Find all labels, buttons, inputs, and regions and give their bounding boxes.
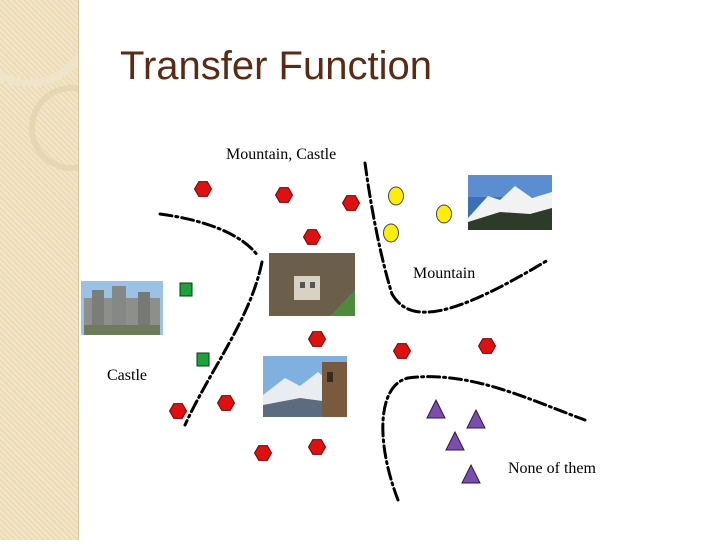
label-mountain: Mountain bbox=[413, 265, 476, 282]
label-castle: Castle bbox=[107, 367, 147, 384]
red-hexagon-marker bbox=[216, 395, 236, 411]
cliff-castle-photo bbox=[269, 253, 355, 316]
green-square-marker bbox=[179, 282, 193, 297]
red-hexagon-marker bbox=[193, 181, 213, 197]
yellow-circle-marker bbox=[383, 223, 399, 243]
mountain-tower-photo bbox=[263, 356, 347, 417]
purple-triangle-marker bbox=[466, 408, 486, 429]
purple-triangle-marker bbox=[445, 430, 465, 451]
purple-triangle-marker bbox=[461, 463, 481, 484]
purple-triangle-marker bbox=[426, 398, 446, 419]
boundary-lower-left bbox=[183, 260, 264, 427]
red-hexagon-marker bbox=[392, 343, 412, 359]
green-square-marker bbox=[196, 352, 210, 367]
red-hexagon-marker bbox=[341, 195, 361, 211]
yellow-circle-marker bbox=[388, 186, 404, 206]
red-hexagon-marker bbox=[274, 187, 294, 203]
red-hexagon-marker bbox=[253, 445, 273, 461]
label-none-of-them: None of them bbox=[508, 460, 596, 477]
boundary-upper-left bbox=[158, 212, 260, 258]
slide-title: Transfer Function bbox=[120, 44, 432, 88]
marker-layer bbox=[168, 181, 497, 484]
red-hexagon-marker bbox=[302, 229, 322, 245]
yellow-circle-marker bbox=[436, 204, 452, 224]
label-mountain-castle: Mountain, Castle bbox=[226, 146, 337, 163]
red-hexagon-marker bbox=[307, 331, 327, 347]
red-hexagon-marker bbox=[307, 439, 327, 455]
decorative-sidebar bbox=[0, 0, 115, 540]
castle-photo bbox=[81, 281, 163, 335]
red-hexagon-marker bbox=[168, 403, 188, 419]
boundary-mountain-curve bbox=[390, 258, 550, 314]
boundary-vertical-top bbox=[363, 161, 394, 296]
mountain-photo bbox=[468, 175, 552, 230]
boundary-lower-right bbox=[381, 375, 587, 502]
red-hexagon-marker bbox=[477, 338, 497, 354]
